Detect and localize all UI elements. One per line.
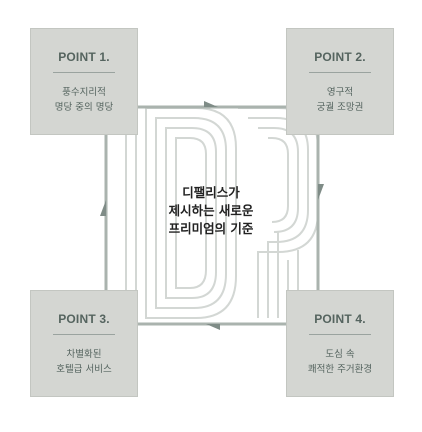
point-divider: [53, 72, 115, 73]
point-description: 차별화된 호텔급 서비스: [31, 347, 137, 377]
center-title: 디팰리스가 제시하는 새로운 프리미엄의 기준: [126, 184, 296, 238]
point-desc-line-1: 풍수지리적: [62, 87, 106, 98]
point-desc-line-2: 궁궐 조망권: [316, 102, 364, 113]
arrow-left-icon: [206, 324, 220, 330]
point-desc-line-2: 호텔급 서비스: [56, 364, 112, 375]
point-card-4: POINT 4. 도심 속 쾌적한 주거환경: [286, 290, 394, 397]
arrow-right-icon: [204, 101, 218, 107]
point-description: 영구적 궁궐 조망권: [287, 85, 393, 115]
point-description: 도심 속 쾌적한 주거환경: [287, 347, 393, 377]
point-title: POINT 2.: [314, 50, 366, 64]
arrow-up-icon: [100, 200, 106, 216]
point-title: POINT 3.: [58, 312, 110, 326]
point-card-1: POINT 1. 풍수지리적 명당 중의 명당: [30, 28, 138, 135]
point-divider: [309, 72, 371, 73]
point-title: POINT 4.: [314, 312, 366, 326]
point-divider: [53, 334, 115, 335]
center-title-line-2: 제시하는 새로운: [168, 203, 254, 218]
point-description: 풍수지리적 명당 중의 명당: [31, 85, 137, 115]
point-desc-line-2: 명당 중의 명당: [54, 102, 114, 113]
arrow-down-icon: [318, 184, 324, 200]
point-desc-line-2: 쾌적한 주거환경: [307, 364, 373, 375]
point-desc-line-1: 영구적: [326, 87, 354, 98]
point-divider: [309, 334, 371, 335]
point-title: POINT 1.: [58, 50, 110, 64]
point-card-3: POINT 3. 차별화된 호텔급 서비스: [30, 290, 138, 397]
center-title-line-1: 디팰리스가: [182, 185, 240, 200]
point-desc-line-1: 도심 속: [325, 349, 355, 360]
point-card-2: POINT 2. 영구적 궁궐 조망권: [286, 28, 394, 135]
point-desc-line-1: 차별화된: [66, 349, 102, 360]
center-title-line-3: 프리미엄의 기준: [168, 221, 254, 236]
